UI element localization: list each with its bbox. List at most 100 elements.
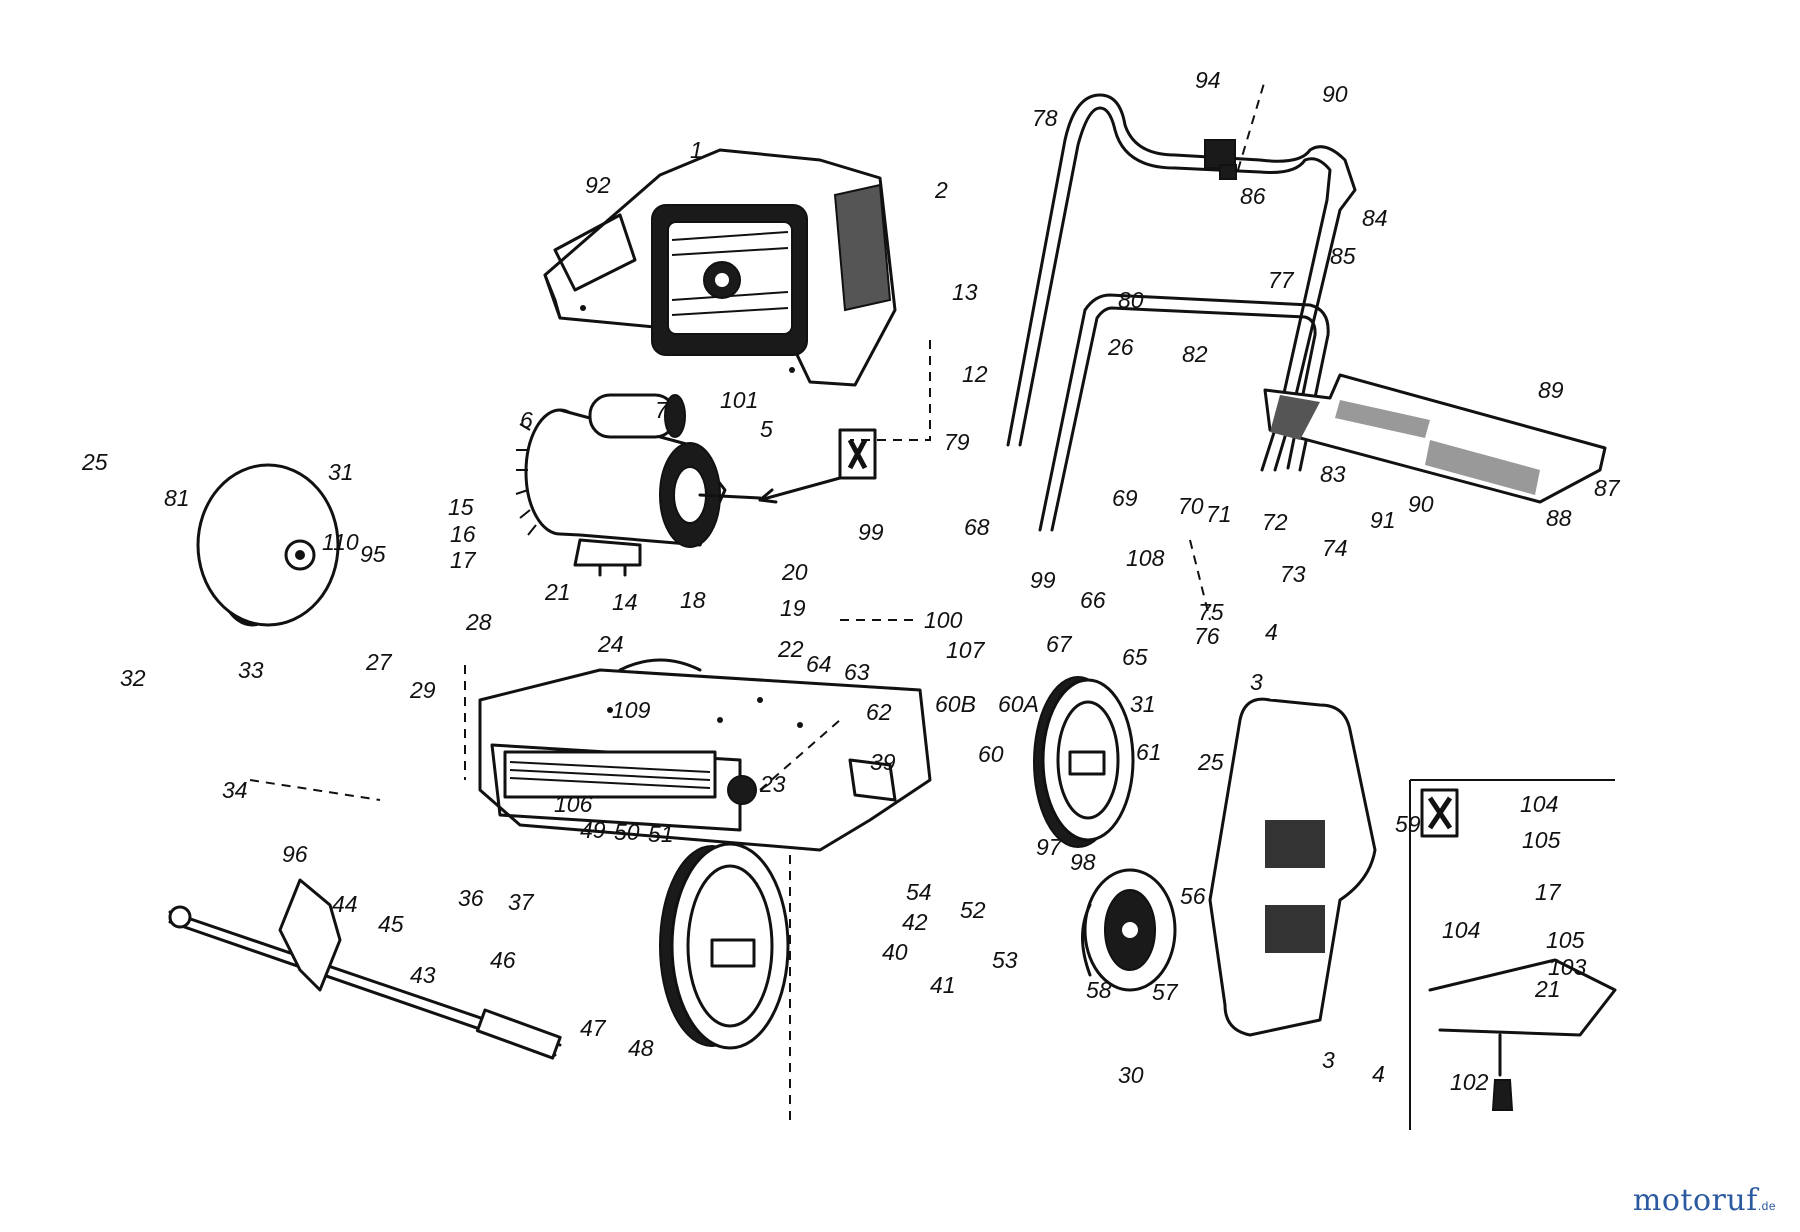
part-label-24: 24 — [597, 631, 624, 657]
part-label-63: 63 — [844, 659, 870, 685]
part-label-12: 12 — [962, 361, 988, 387]
part-label-86: 86 — [1240, 183, 1266, 209]
tine-axle — [168, 878, 562, 1060]
part-label-13: 13 — [952, 279, 978, 305]
part-label-22: 22 — [777, 636, 804, 662]
part-label-15: 15 — [448, 494, 474, 520]
right-rear-wheel — [1033, 676, 1135, 848]
part-label-21: 21 — [1534, 976, 1561, 1002]
part-label-71: 71 — [1206, 501, 1232, 527]
part-label-14: 14 — [612, 589, 638, 615]
part-label-95: 95 — [360, 541, 386, 567]
part-label-65: 65 — [1122, 644, 1148, 670]
part-label-20: 20 — [781, 559, 808, 585]
part-label-70: 70 — [1178, 493, 1204, 519]
part-label-16: 16 — [450, 521, 476, 547]
part-label-96: 96 — [282, 841, 308, 867]
part-label-53: 53 — [992, 947, 1018, 973]
part-label-41: 41 — [930, 972, 956, 998]
part-label-45: 45 — [378, 911, 404, 937]
part-label-105: 105 — [1522, 827, 1561, 853]
part-label-31: 31 — [328, 459, 354, 485]
left-rear-wheel — [196, 463, 340, 627]
part-label-7: 7 — [655, 397, 669, 423]
part-label-76: 76 — [1194, 623, 1220, 649]
part-label-88: 88 — [1546, 505, 1572, 531]
part-label-104: 104 — [1442, 917, 1480, 943]
part-label-17: 17 — [450, 547, 477, 573]
part-label-79: 79 — [944, 429, 970, 455]
part-label-1: 1 — [690, 137, 703, 163]
part-label-106: 106 — [554, 791, 593, 817]
part-label-107: 107 — [946, 637, 986, 663]
part-label-54: 54 — [906, 879, 932, 905]
part-label-90: 90 — [1408, 491, 1434, 517]
part-label-29: 29 — [409, 677, 436, 703]
part-label-104: 104 — [1520, 791, 1558, 817]
part-label-94: 94 — [1195, 67, 1221, 93]
part-label-57: 57 — [1152, 979, 1179, 1005]
part-label-101: 101 — [720, 387, 758, 413]
part-label-4: 4 — [1265, 619, 1278, 645]
part-label-42: 42 — [902, 909, 928, 935]
part-label-44: 44 — [332, 891, 358, 917]
part-label-59: 59 — [1395, 811, 1421, 837]
part-label-83: 83 — [1320, 461, 1346, 487]
part-label-40: 40 — [882, 939, 908, 965]
part-label-6: 6 — [520, 407, 533, 433]
blade-pulley — [1081, 868, 1177, 992]
part-label-46: 46 — [490, 947, 516, 973]
part-label-25: 25 — [1197, 749, 1224, 775]
brand-logo-name: motoruf — [1632, 1183, 1758, 1218]
part-label-78: 78 — [1032, 105, 1058, 131]
part-label-108: 108 — [1126, 545, 1165, 571]
part-label-60: 60 — [978, 741, 1004, 767]
part-label-110: 110 — [322, 529, 359, 555]
part-label-60b: 60B — [935, 691, 976, 717]
part-label-37: 37 — [508, 889, 535, 915]
part-label-81: 81 — [164, 485, 190, 511]
part-label-99: 99 — [1030, 567, 1056, 593]
part-label-27: 27 — [365, 649, 393, 675]
part-label-99: 99 — [858, 519, 884, 545]
part-label-75: 75 — [1198, 599, 1224, 625]
part-label-74: 74 — [1322, 535, 1348, 561]
electric-motor — [515, 393, 762, 577]
part-label-56: 56 — [1180, 883, 1206, 909]
part-label-98: 98 — [1070, 849, 1096, 875]
part-label-69: 69 — [1112, 485, 1138, 511]
part-label-109: 109 — [612, 697, 651, 723]
part-label-90: 90 — [1322, 81, 1348, 107]
part-label-50: 50 — [614, 819, 640, 845]
part-label-2: 2 — [934, 177, 948, 203]
part-label-21: 21 — [544, 579, 571, 605]
brand-logo-tld: .de — [1757, 1199, 1776, 1213]
part-label-5: 5 — [760, 416, 773, 442]
part-label-103: 103 — [1548, 954, 1587, 980]
part-label-100: 100 — [924, 607, 963, 633]
part-label-84: 84 — [1362, 205, 1388, 231]
part-label-28: 28 — [465, 609, 492, 635]
part-label-68: 68 — [964, 514, 990, 540]
part-label-30: 30 — [1118, 1062, 1144, 1088]
part-label-39: 39 — [870, 749, 896, 775]
part-label-26: 26 — [1107, 334, 1134, 360]
part-label-49: 49 — [580, 817, 606, 843]
part-label-23: 23 — [759, 771, 786, 797]
part-label-34: 34 — [222, 777, 248, 803]
inset-detail — [1409, 779, 1617, 1130]
part-label-87: 87 — [1594, 475, 1621, 501]
part-label-102: 102 — [1450, 1069, 1489, 1095]
part-label-36: 36 — [458, 885, 484, 911]
part-label-82: 82 — [1182, 341, 1208, 367]
part-label-33: 33 — [238, 657, 264, 683]
front-wheel — [659, 842, 790, 1050]
part-label-51: 51 — [648, 821, 674, 847]
part-label-61: 61 — [1136, 739, 1162, 765]
part-label-64: 64 — [806, 651, 832, 677]
part-label-52: 52 — [960, 897, 986, 923]
part-label-18: 18 — [680, 587, 706, 613]
part-label-66: 66 — [1080, 587, 1106, 613]
part-label-48: 48 — [628, 1035, 654, 1061]
assembly-lines — [249, 79, 1266, 1120]
